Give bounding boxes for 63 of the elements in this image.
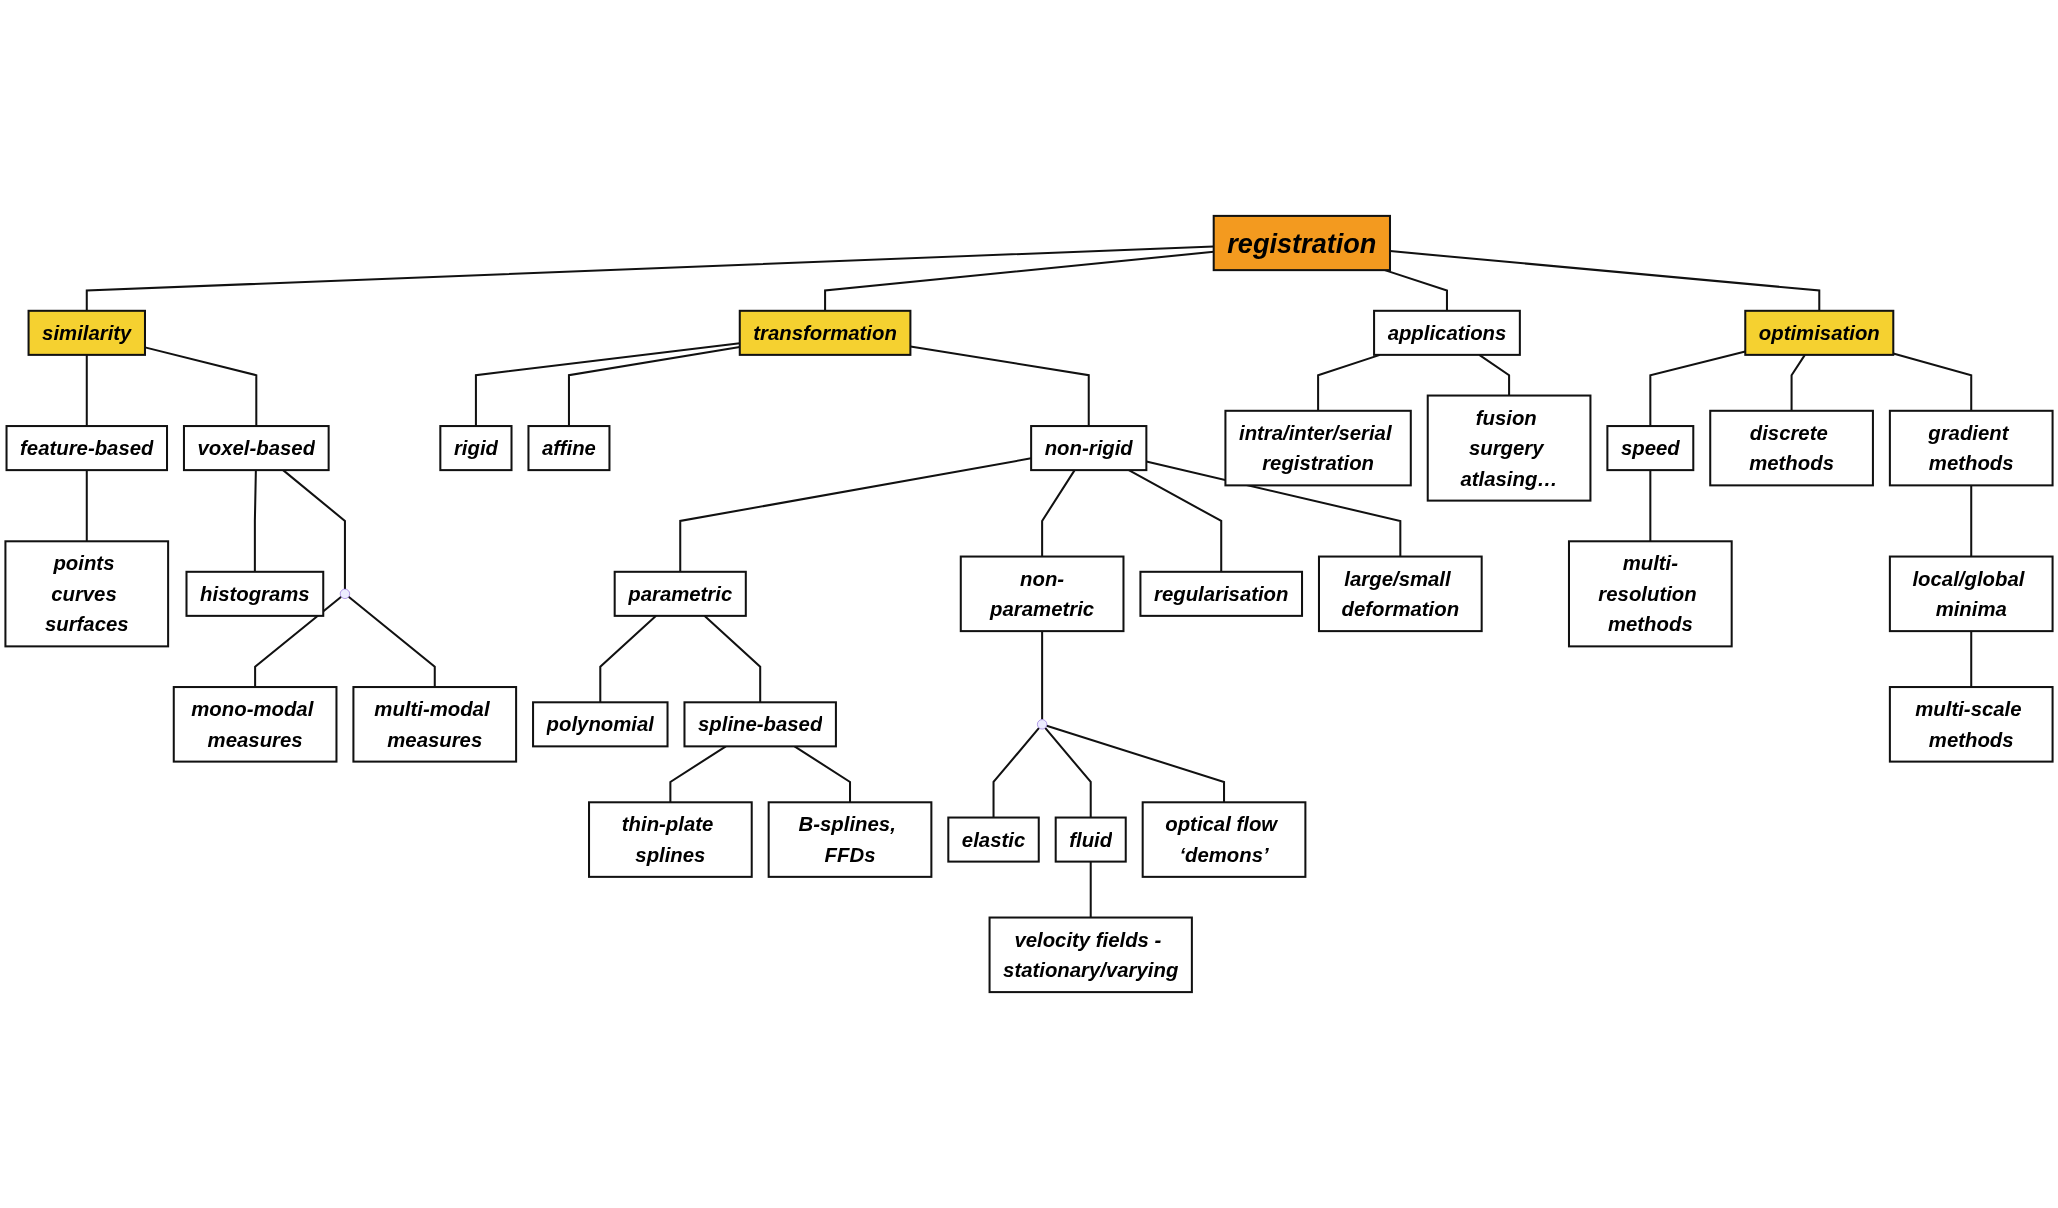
node-box: affine — [527, 425, 611, 472]
connector — [1089, 861, 1092, 918]
connector — [348, 596, 436, 688]
connector — [253, 470, 257, 572]
connector — [1970, 631, 1973, 688]
connector — [1046, 724, 1226, 803]
node-box: transformation — [738, 309, 912, 356]
connector — [85, 354, 88, 427]
connector — [1146, 460, 1402, 557]
node-box: regularisation — [1139, 570, 1304, 617]
node-box: elastic — [947, 816, 1040, 863]
connector — [599, 615, 657, 703]
connector — [910, 345, 1090, 427]
node-box: rigid — [439, 425, 513, 472]
node-box: spline-based — [683, 701, 837, 748]
connector — [85, 470, 88, 542]
node-box: discrete methods — [1709, 409, 1874, 487]
connector — [474, 342, 740, 427]
connector — [254, 596, 342, 688]
node-box: large/small deformation — [1317, 555, 1483, 633]
node-box: mono-modal measures — [172, 686, 338, 763]
node-box: speed — [1606, 425, 1695, 472]
node-box: multi-scale methods — [1888, 686, 2054, 763]
connector — [992, 727, 1040, 818]
node-box: multi-resolution methods — [1567, 540, 1733, 648]
node-box: feature-based — [5, 425, 169, 472]
node-box: histograms — [185, 570, 325, 617]
node-box: polynomial — [532, 701, 669, 748]
node-box: optical flow ‘demons’ — [1141, 801, 1307, 878]
node-box: parametric — [613, 570, 747, 617]
node-box: similarity — [27, 309, 146, 356]
node-box: local/global minima — [1888, 555, 2054, 633]
connector — [703, 615, 762, 703]
connector — [1649, 350, 1746, 427]
node-box: velocity fields - stationary/varying — [988, 916, 1193, 994]
node-box: non-parametric — [959, 555, 1125, 633]
node-box: B-splines, FFDs — [767, 801, 933, 878]
connector — [1790, 354, 1806, 411]
node-box: gradient methods — [1888, 409, 2054, 487]
node-circle — [339, 588, 350, 599]
connector — [1649, 470, 1652, 542]
node-box: non-rigid — [1030, 425, 1148, 472]
node-box: intra/inter/serial registration — [1224, 409, 1412, 487]
node-box: registration — [1212, 214, 1391, 272]
connector — [1970, 485, 1973, 557]
node-box: multi-modal measures — [352, 686, 518, 763]
connector — [1478, 354, 1511, 396]
connector — [1044, 727, 1092, 818]
node-box: points curves surfaces — [4, 540, 170, 648]
connector — [824, 250, 1214, 311]
connector — [567, 345, 740, 427]
node-circle — [1037, 719, 1048, 730]
connector — [144, 346, 258, 427]
node-box: fusion surgery atlasing… — [1426, 394, 1592, 502]
node-box: voxel-based — [182, 425, 330, 472]
node-box: thin-plate splines — [588, 801, 753, 878]
connector — [1893, 352, 1973, 411]
connector — [679, 457, 1032, 572]
connector — [85, 245, 1214, 311]
node-box: optimisation — [1744, 309, 1895, 356]
connector — [1041, 631, 1044, 720]
node-box: fluid — [1054, 816, 1127, 863]
node-box: applications — [1373, 309, 1521, 356]
